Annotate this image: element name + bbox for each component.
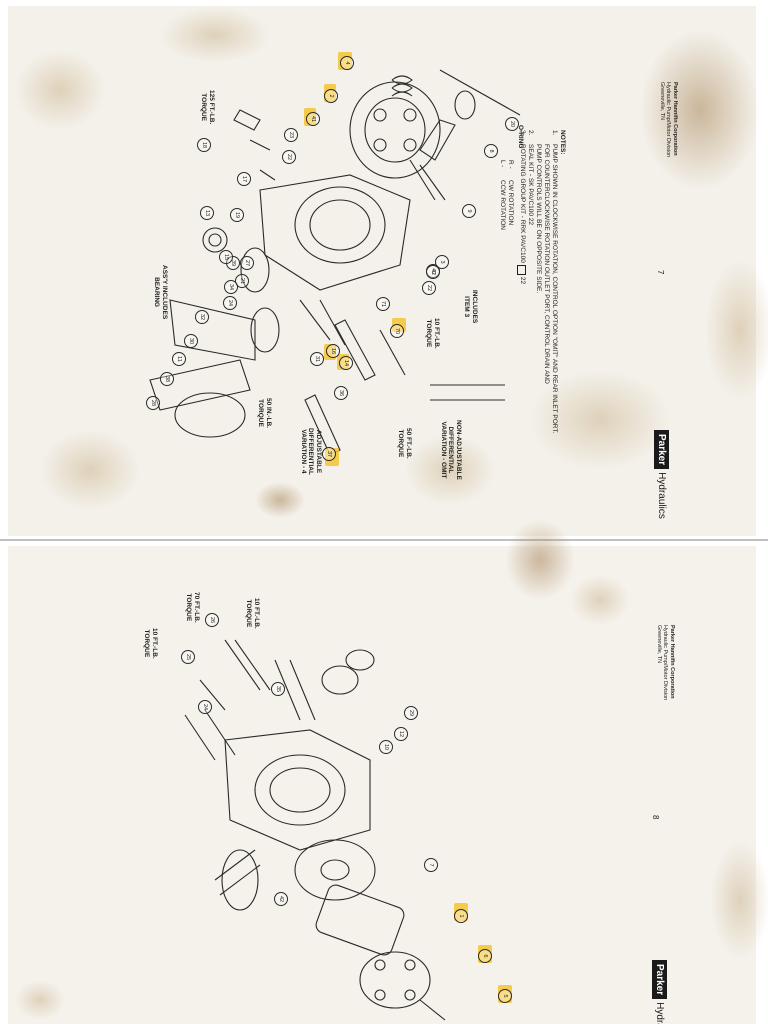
item-number-bubble: 36 — [334, 386, 348, 400]
callout-125-ft-lb: 125 FT.-LB. TORQUE — [200, 90, 216, 125]
note-1: 1. PUMP SHOWN IN CLOCKWISE ROTATION, CON… — [534, 130, 558, 433]
corp-division: Hydraulic Pump/Motor Division — [665, 82, 672, 158]
item-number-bubble: 2 — [324, 89, 338, 103]
item-number-bubble: 1 — [454, 909, 468, 923]
right-page-number: 7 — [656, 270, 665, 275]
item-number-bubble: 42 — [274, 892, 288, 906]
item-number-bubble: 26 — [205, 613, 219, 627]
notes-heading: NOTES: — [559, 130, 566, 155]
kit-suffix: 22 — [519, 276, 526, 285]
left-callout-10-ft-lb-b: 10 FT.-LB. TORQUE — [245, 598, 261, 629]
item-number-bubble: 70 — [390, 324, 404, 338]
item-number-bubble: 15 — [219, 250, 233, 264]
item-number-bubble: 34 — [224, 280, 238, 294]
item-number-bubble: 25 — [181, 650, 195, 664]
item-number-bubble: 20 — [505, 117, 519, 131]
rotation-label: CW ROTATION — [507, 180, 514, 226]
item-number-bubble: 7 — [424, 858, 438, 872]
note-text: PUMP SHOWN IN CLOCKWISE ROTATION, CONTRO… — [535, 144, 558, 434]
item-number-bubble: 23 — [284, 128, 298, 142]
item-number-bubble: 37 — [322, 447, 336, 461]
paper-stains — [15, 7, 768, 1020]
item-number-bubble: 32 — [195, 310, 209, 324]
item-number-bubble: 17 — [237, 172, 251, 186]
item-number-bubble: 13 — [200, 206, 214, 220]
item-number-bubble: 24 — [198, 700, 212, 714]
note-text: SEAL KIT - SK PAVC100 22 — [527, 144, 534, 226]
parker-logo-mark: Parker — [652, 960, 668, 1000]
item-number-bubble: 11 — [172, 352, 186, 366]
left-page-logo: Parker Hydraulics — [652, 960, 668, 1024]
item-number-bubble: 31 — [310, 352, 324, 366]
rotation-legend-ccw: L - CCW ROTATION — [498, 160, 506, 433]
callout-assy-includes-bearing: ASS'Y INCLUDES BEARING — [153, 265, 169, 320]
callout-o-ring: O-RING — [517, 125, 524, 149]
item-number-bubble: 6 — [478, 949, 492, 963]
left-page-number: 8 — [651, 815, 660, 820]
item-number-bubble: 4 — [340, 56, 354, 70]
item-number-bubble: 41 — [306, 112, 320, 126]
left-callout-10-ft-lb-a: 10 FT.-LB. TORQUE — [143, 628, 159, 659]
parker-logo-mark: Parker — [654, 430, 670, 470]
callout-non-adjustable-differential: NON-ADJUSTABLE DIFFERENTIAL VARIATION - … — [440, 420, 462, 480]
item-number-bubble: 8 — [484, 144, 498, 158]
note-number: 2. — [527, 130, 534, 136]
note-2: 2. SEAL KIT - SK PAVC100 22 — [526, 130, 534, 433]
corp-name: Parker Hannifin Corporation — [672, 82, 678, 156]
corp-division: Hydraulic Pump/Motor Division — [662, 625, 669, 701]
left-page-paper — [8, 546, 756, 1024]
highlight-marks — [304, 52, 512, 1003]
item-number-bubble: 29 — [404, 706, 418, 720]
item-number-bubble: 5 — [498, 989, 512, 1003]
callout-50-in-lb: 50 IN.-LB. TORQUE — [257, 398, 273, 428]
item-number-bubble: 19 — [230, 208, 244, 222]
pump-exploded-drawing-left — [184, 639, 446, 1021]
note-3: 3. ROTATING GROUP KIT - RRK PAVC100 22 — [517, 130, 526, 433]
kit-suffix-box — [517, 264, 526, 275]
item-number-bubble: 16 — [326, 344, 340, 358]
item-number-bubble: 71 — [376, 297, 390, 311]
pump-exploded-drawing-right — [149, 69, 521, 456]
right-page-logo: Parker Hydraulics — [654, 430, 670, 519]
parker-logo-text: Hydraulics — [655, 999, 666, 1024]
right-page-notes: NOTES: 1. PUMP SHOWN IN CLOCKWISE ROTATI… — [498, 130, 566, 433]
item-number-bubble: 38 — [160, 372, 174, 386]
item-number-bubble: 14 — [339, 356, 353, 370]
item-number-bubble: 22 — [422, 281, 436, 295]
left-callout-70-ft-lb: 70 FT.-LB. TORQUE — [185, 592, 201, 623]
callout-50-ft-lb: 50 FT.-LB. TORQUE — [397, 428, 413, 459]
rotation-label: CCW ROTATION — [499, 180, 506, 230]
rotation-legend-cw: R - CW ROTATION — [506, 160, 514, 433]
item-number-bubble: 35 — [271, 682, 285, 696]
item-number-bubble: 30 — [184, 334, 198, 348]
item-number-bubble: 42 — [426, 265, 440, 279]
rotation-code: L - — [499, 160, 506, 168]
parker-logo-text: Hydraulics — [656, 472, 668, 519]
item-number-bubble: 12 — [394, 727, 408, 741]
right-page-corporation: Parker Hannifin Corporation Hydraulic Pu… — [659, 82, 678, 158]
item-number-bubble: 9 — [462, 204, 476, 218]
item-number-bubble: 28 — [146, 396, 160, 410]
callout-10-ft-lb: 10 FT.-LB. TORQUE — [425, 318, 441, 349]
item-number-bubble: 27 — [240, 256, 254, 270]
corp-name: Parker Hannifin Corporation — [669, 625, 675, 699]
left-page-corporation: Parker Hannifin Corporation Hydraulic Pu… — [656, 625, 675, 701]
note-number: 1. — [551, 130, 558, 136]
item-number-bubble: 24 — [223, 296, 237, 310]
rotation-code: R - — [507, 160, 514, 169]
callout-includes-item-3: INCLUDES ITEM 3 — [463, 290, 479, 324]
item-number-bubble: 22 — [282, 150, 296, 164]
item-number-bubble: 10 — [379, 740, 393, 754]
item-number-bubble: 18 — [197, 138, 211, 152]
callout-adjustable-differential: ADJUSTABLE DIFFERENTIAL VARIATION - 4 — [300, 428, 322, 475]
note-text: ROTATING GROUP KIT - RRK PAVC100 — [519, 144, 526, 263]
